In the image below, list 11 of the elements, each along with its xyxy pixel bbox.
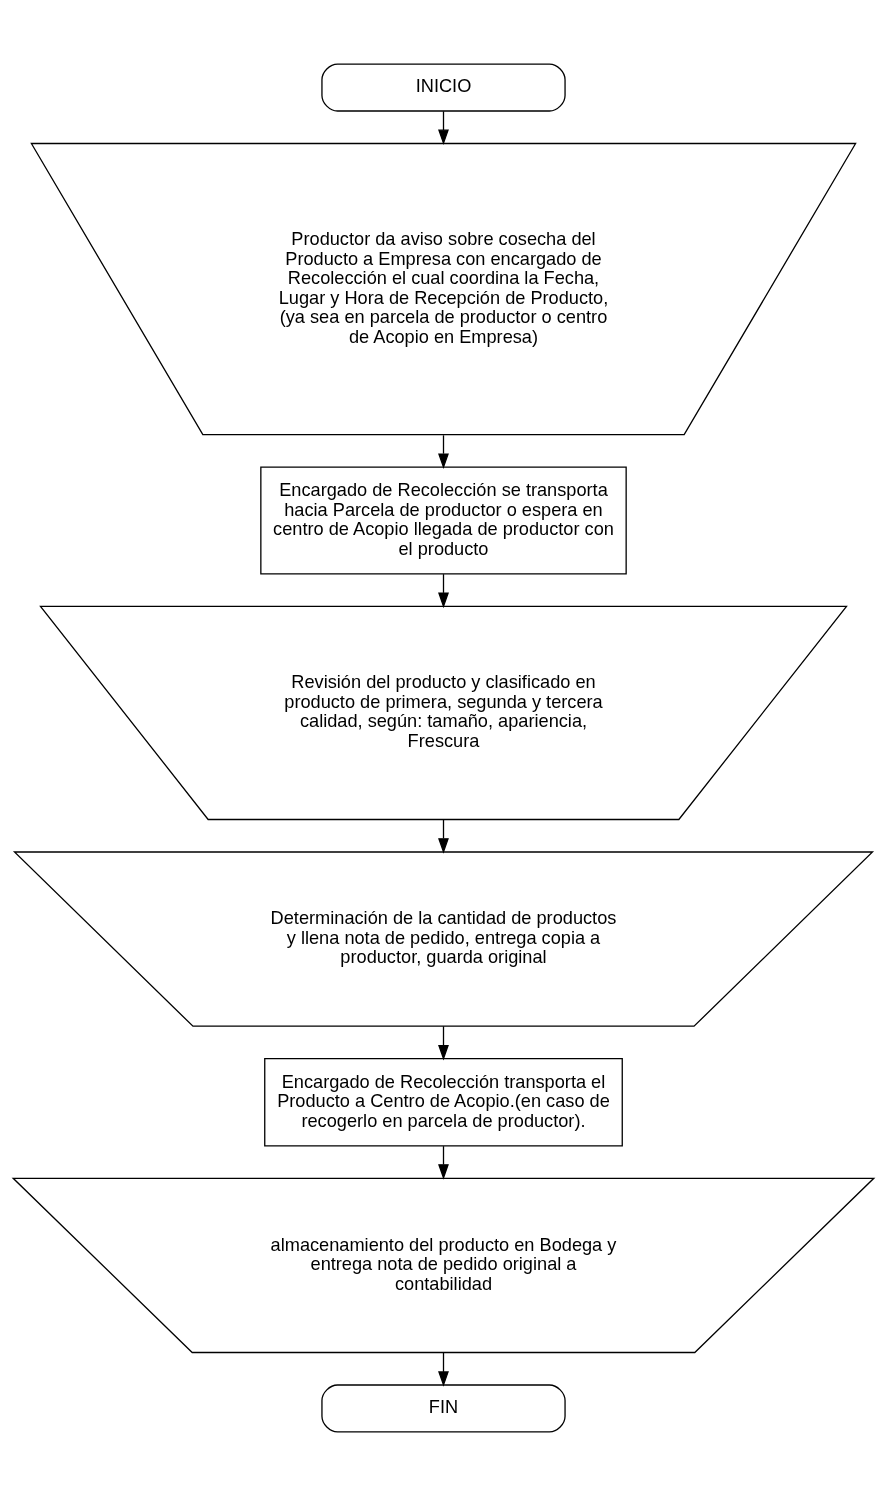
arrow — [438, 110, 449, 145]
arrow — [438, 1351, 449, 1387]
node-box: FIN — [321, 1383, 566, 1432]
arrow — [438, 434, 449, 469]
arrow — [438, 1145, 449, 1180]
arrow — [438, 818, 449, 854]
arrow — [438, 1025, 449, 1061]
node-box: Encargado de Recolección transporta el Producto a Centro de Acopio.(en caso de recogerlo en parcela de productor). — [264, 1057, 623, 1146]
node-box: Encargado de Recolección se transporta hacia Parcela de productor o espera en centro de Acopio llegada de productor con el producto — [260, 466, 627, 574]
node-box: INICIO — [321, 63, 566, 112]
arrow — [438, 573, 449, 608]
